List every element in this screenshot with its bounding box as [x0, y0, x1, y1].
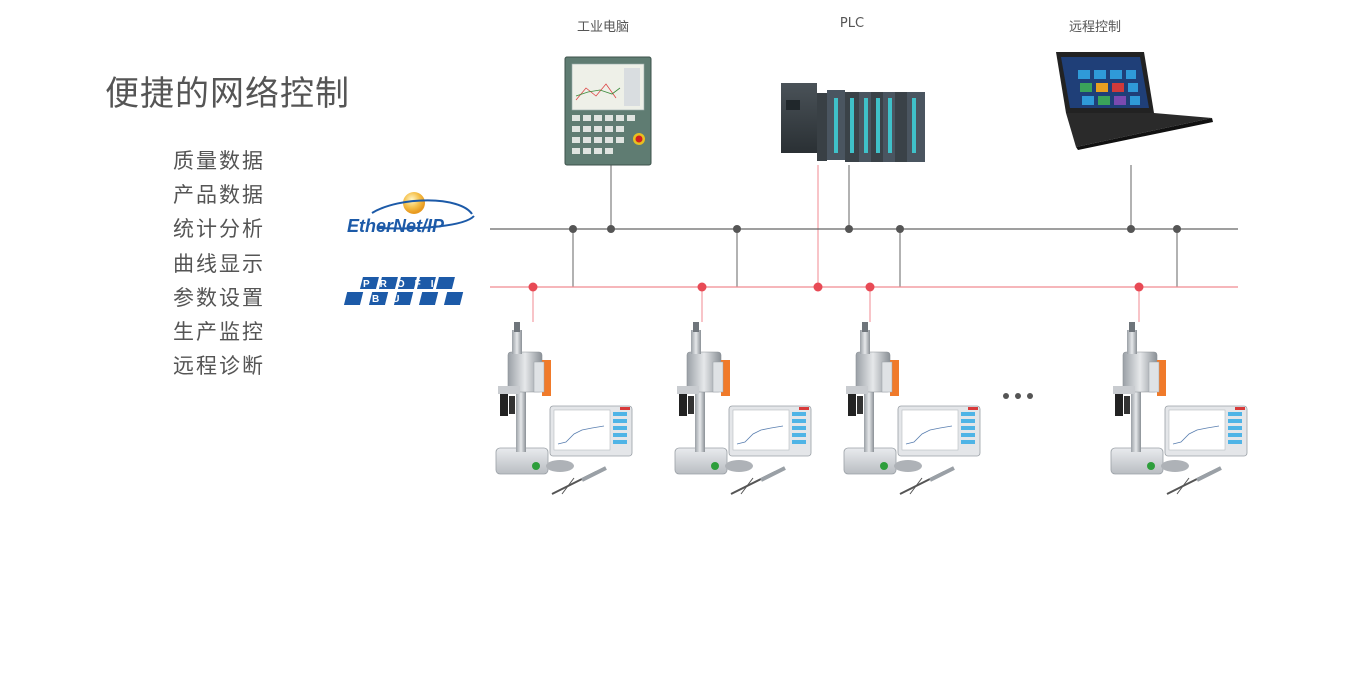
feature-item-production-monitoring: 生产监控: [173, 320, 265, 345]
ethernet-nodes: [569, 225, 1181, 233]
plc-label: PLC: [839, 16, 865, 31]
ipc-label: 工业电脑: [576, 20, 630, 35]
plc-rack: [781, 83, 925, 162]
profibus-nodes: [528, 282, 1144, 292]
feature-item-quality-data: 质量数据: [173, 149, 265, 173]
remote-control-label: 远程控制: [1068, 20, 1122, 35]
station-2: [673, 320, 813, 496]
svg-text:BUS: BUS: [372, 294, 432, 305]
feature-item-statistics: 统计分析: [173, 217, 265, 242]
feature-item-product-data: 产品数据: [173, 183, 265, 208]
ethernet-drop-lines: [572, 165, 1178, 287]
feature-list: 质量数据 产品数据 统计分析 曲线显示 参数设置 生产监控 远程诊断: [173, 144, 265, 383]
profibus-logo: PROFI BUS: [343, 277, 464, 305]
profibus-drop-lines: [532, 165, 1140, 322]
ethernet-ip-logo: EtherNet/IP: [347, 192, 475, 236]
feature-item-remote-diagnosis: 远程诊断: [173, 354, 265, 379]
station-1: [494, 320, 634, 496]
station-3: [842, 320, 982, 496]
feature-item-parameter-settings: 参数设置: [173, 285, 265, 310]
more-stations-ellipsis: [1003, 393, 1033, 399]
ethernet-ip-logo-text: EtherNet/IP: [347, 216, 445, 236]
industrial-pc: [564, 56, 652, 166]
page-title: 便捷的网络控制: [105, 74, 350, 114]
feature-item-curve-display: 曲线显示: [173, 251, 265, 276]
svg-text:PROFI: PROFI: [363, 279, 444, 290]
station-4: [1109, 320, 1249, 496]
remote-laptop: [1056, 52, 1213, 150]
